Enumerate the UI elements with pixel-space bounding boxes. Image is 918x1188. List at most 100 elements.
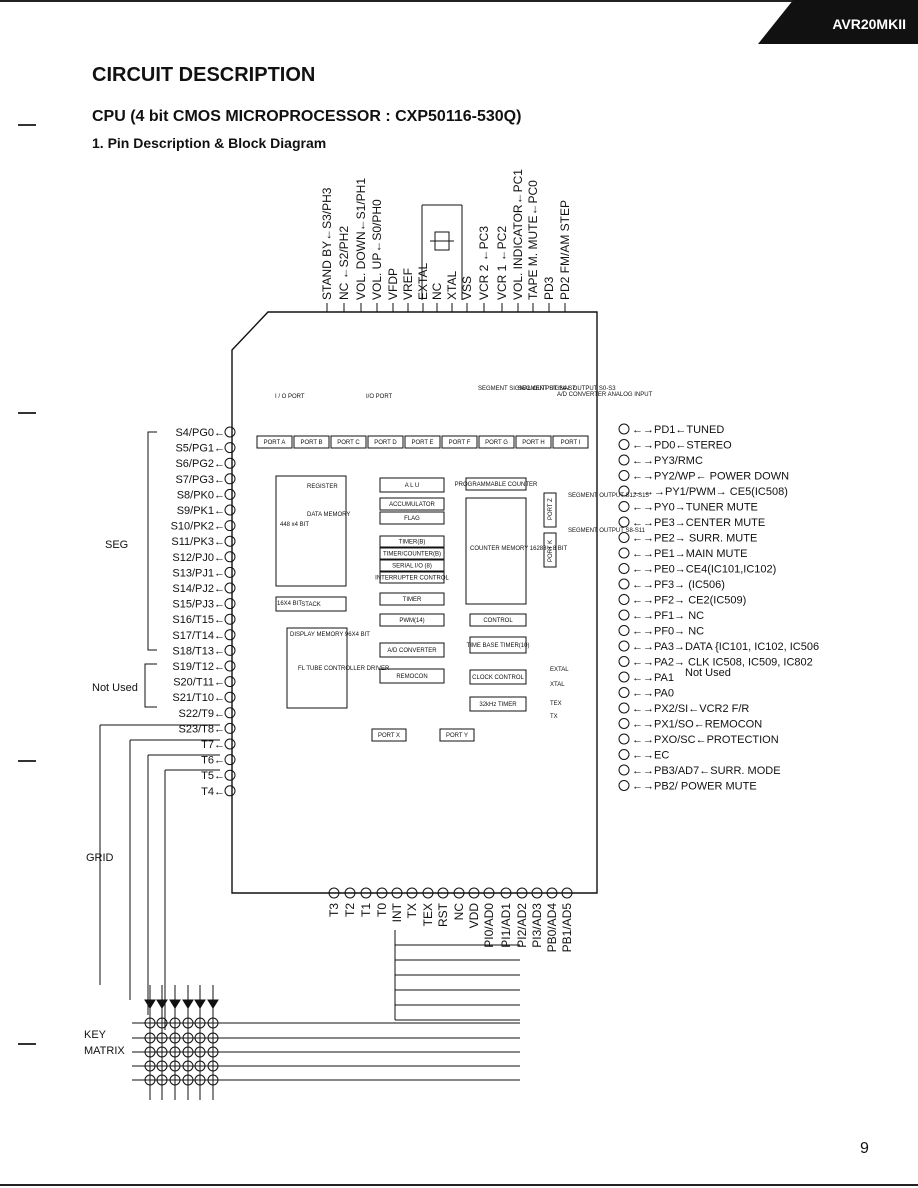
matrix-node	[144, 1060, 156, 1072]
right-pin-number	[618, 780, 630, 791]
left-pin-label: S20/T11←	[173, 677, 225, 689]
top-pin-label: VOL. DOWN←S1/PH1	[354, 178, 368, 300]
clock-control-label: CLOCK CONTROL	[472, 675, 524, 681]
left-pin-number	[224, 629, 236, 641]
left-pin-number	[224, 457, 236, 469]
matrix-node	[182, 1032, 194, 1044]
bottom-pin-label: VDD	[467, 903, 481, 929]
bottom-pin-number	[437, 887, 449, 899]
right-pin-label: ←→PF0→ NC	[632, 626, 704, 638]
matrix-node	[207, 1074, 219, 1086]
right-pin-label: ←→PF1→ NC	[632, 610, 704, 622]
right-pin-label: ←→PY2/WP← POWER DOWN	[632, 471, 789, 483]
port-y-box	[439, 728, 475, 742]
pwm-label: PWM(14)	[399, 618, 424, 624]
bottom-pin-label: PB1/AD5	[560, 903, 574, 953]
io-port-label-2: I/O PORT	[366, 394, 393, 400]
bottom-pin-label: TX	[405, 903, 419, 918]
port-3-box	[367, 435, 404, 449]
left-pin-number	[224, 722, 236, 734]
left-pin-number	[224, 738, 236, 750]
right-pin-label: ←→PD1←TUNED	[632, 424, 724, 436]
tx-label: TX	[550, 714, 558, 720]
port-6-label: PORT G	[485, 440, 508, 446]
extal-label: EXTAL	[550, 667, 569, 673]
key-matrix	[132, 985, 520, 1100]
port-7-label: PORT H	[522, 440, 544, 446]
right-pin-label: ←→PE2→ SURR. MUTE	[632, 533, 757, 545]
seg-bracket	[147, 431, 157, 651]
port-7-box	[515, 435, 552, 449]
top-pin-label: XTAL	[445, 271, 459, 300]
port-4-label: PORT E	[411, 440, 433, 446]
bottom-pin-label: NC	[452, 903, 466, 921]
top-pin-label: PD2 FM/AM STEP	[558, 200, 572, 300]
port-y-label: PORT Y	[446, 733, 468, 739]
left-pin-label: S17/T14←	[172, 630, 225, 642]
serial-io-label: SERIAL I/O (8)	[392, 564, 432, 570]
left-pin-number	[224, 520, 236, 532]
left-pin-label: S13/PJ1←	[172, 567, 225, 579]
serial-io-box	[379, 559, 445, 572]
right-pin-number	[618, 563, 630, 574]
right-pin-label: ←→PB3/AD7←SURR. MODE	[632, 765, 781, 777]
top-pin-label: VCR 2 ←PC3	[477, 226, 491, 300]
bottom-rule	[0, 1184, 918, 1186]
cpu-subtitle: CPU (4 bit CMOS MICROPROCESSOR : CXP5011…	[92, 108, 522, 125]
left-pin-number	[224, 488, 236, 500]
bottom-pin-label: PI2/AD2	[515, 903, 529, 948]
port-k-box	[543, 532, 557, 568]
matrix-label: MATRIX	[84, 1045, 125, 1057]
right-pin-number	[618, 733, 630, 745]
bottom-pin-number	[391, 887, 403, 899]
port-4-box	[404, 435, 441, 449]
right-pin-label: ←→PXO/SC←PROTECTION	[632, 734, 779, 746]
right-pin-label: ←→PF2→ CE2(IC509)	[632, 595, 746, 607]
port-k-label: PORT K	[548, 540, 554, 562]
bottom-pin-label: INT	[390, 902, 404, 922]
right-pin-number	[618, 454, 630, 466]
right-pin-label: ←→PD0←STEREO	[632, 440, 732, 452]
matrix-node	[144, 1046, 156, 1058]
top-pin-label: VOL. INDICATOR←PC1	[511, 169, 525, 300]
matrix-node	[144, 1074, 156, 1086]
matrix-node	[194, 1046, 206, 1058]
display-memory-outline-box	[286, 627, 348, 709]
left-pin-label: S16/T15←	[172, 614, 225, 626]
left-pin-label: T4←	[201, 786, 225, 798]
tex-label: TEX	[550, 701, 562, 707]
right-pin-number	[618, 516, 630, 528]
timer-32k-label: 32kHz TIMER	[479, 702, 517, 708]
bottom-pin-label: T2	[343, 903, 357, 917]
right-pin-label: ←→PA3→DATA {IC101, IC102, IC506	[632, 641, 819, 653]
left-pin-number	[224, 707, 236, 719]
port-6-box	[478, 435, 515, 449]
accumulator-label: ACCUMULATOR	[389, 502, 435, 508]
stack-size-label: 16X4 BIT	[277, 601, 302, 607]
bottom-pin-label: T0	[375, 903, 389, 917]
matrix-node	[207, 1046, 219, 1058]
port-1-label: PORT B	[300, 440, 322, 446]
matrix-node	[169, 1074, 181, 1086]
left-pin-number	[224, 442, 236, 454]
port-8-box	[552, 435, 589, 449]
left-pin-number	[224, 644, 236, 656]
right-pin-number	[618, 609, 630, 621]
left-pin-label: S12/PJ0←	[172, 552, 225, 564]
accumulator-box	[379, 497, 445, 511]
bottom-pin-label: RST	[436, 902, 450, 927]
top-pin-label: PD3	[542, 276, 556, 300]
stack-label: STACK	[301, 602, 321, 608]
right-pin-number	[618, 578, 630, 590]
ram-outline-box	[275, 475, 347, 587]
bottom-pin-number	[376, 887, 388, 899]
flag-label: FLAG	[404, 516, 420, 522]
flag-box	[379, 511, 445, 525]
ad-input-label: A/D CONVERTER ANALOG INPUT	[557, 392, 653, 398]
left-pin-label: S5/PG1←	[175, 443, 225, 455]
right-pin-number	[618, 532, 630, 543]
left-pin-label: S22/T9←	[179, 708, 225, 720]
bottom-pin-number	[516, 887, 528, 899]
seg-out-label-4: SEGMENT OUTPUT S8-S11	[568, 528, 646, 534]
